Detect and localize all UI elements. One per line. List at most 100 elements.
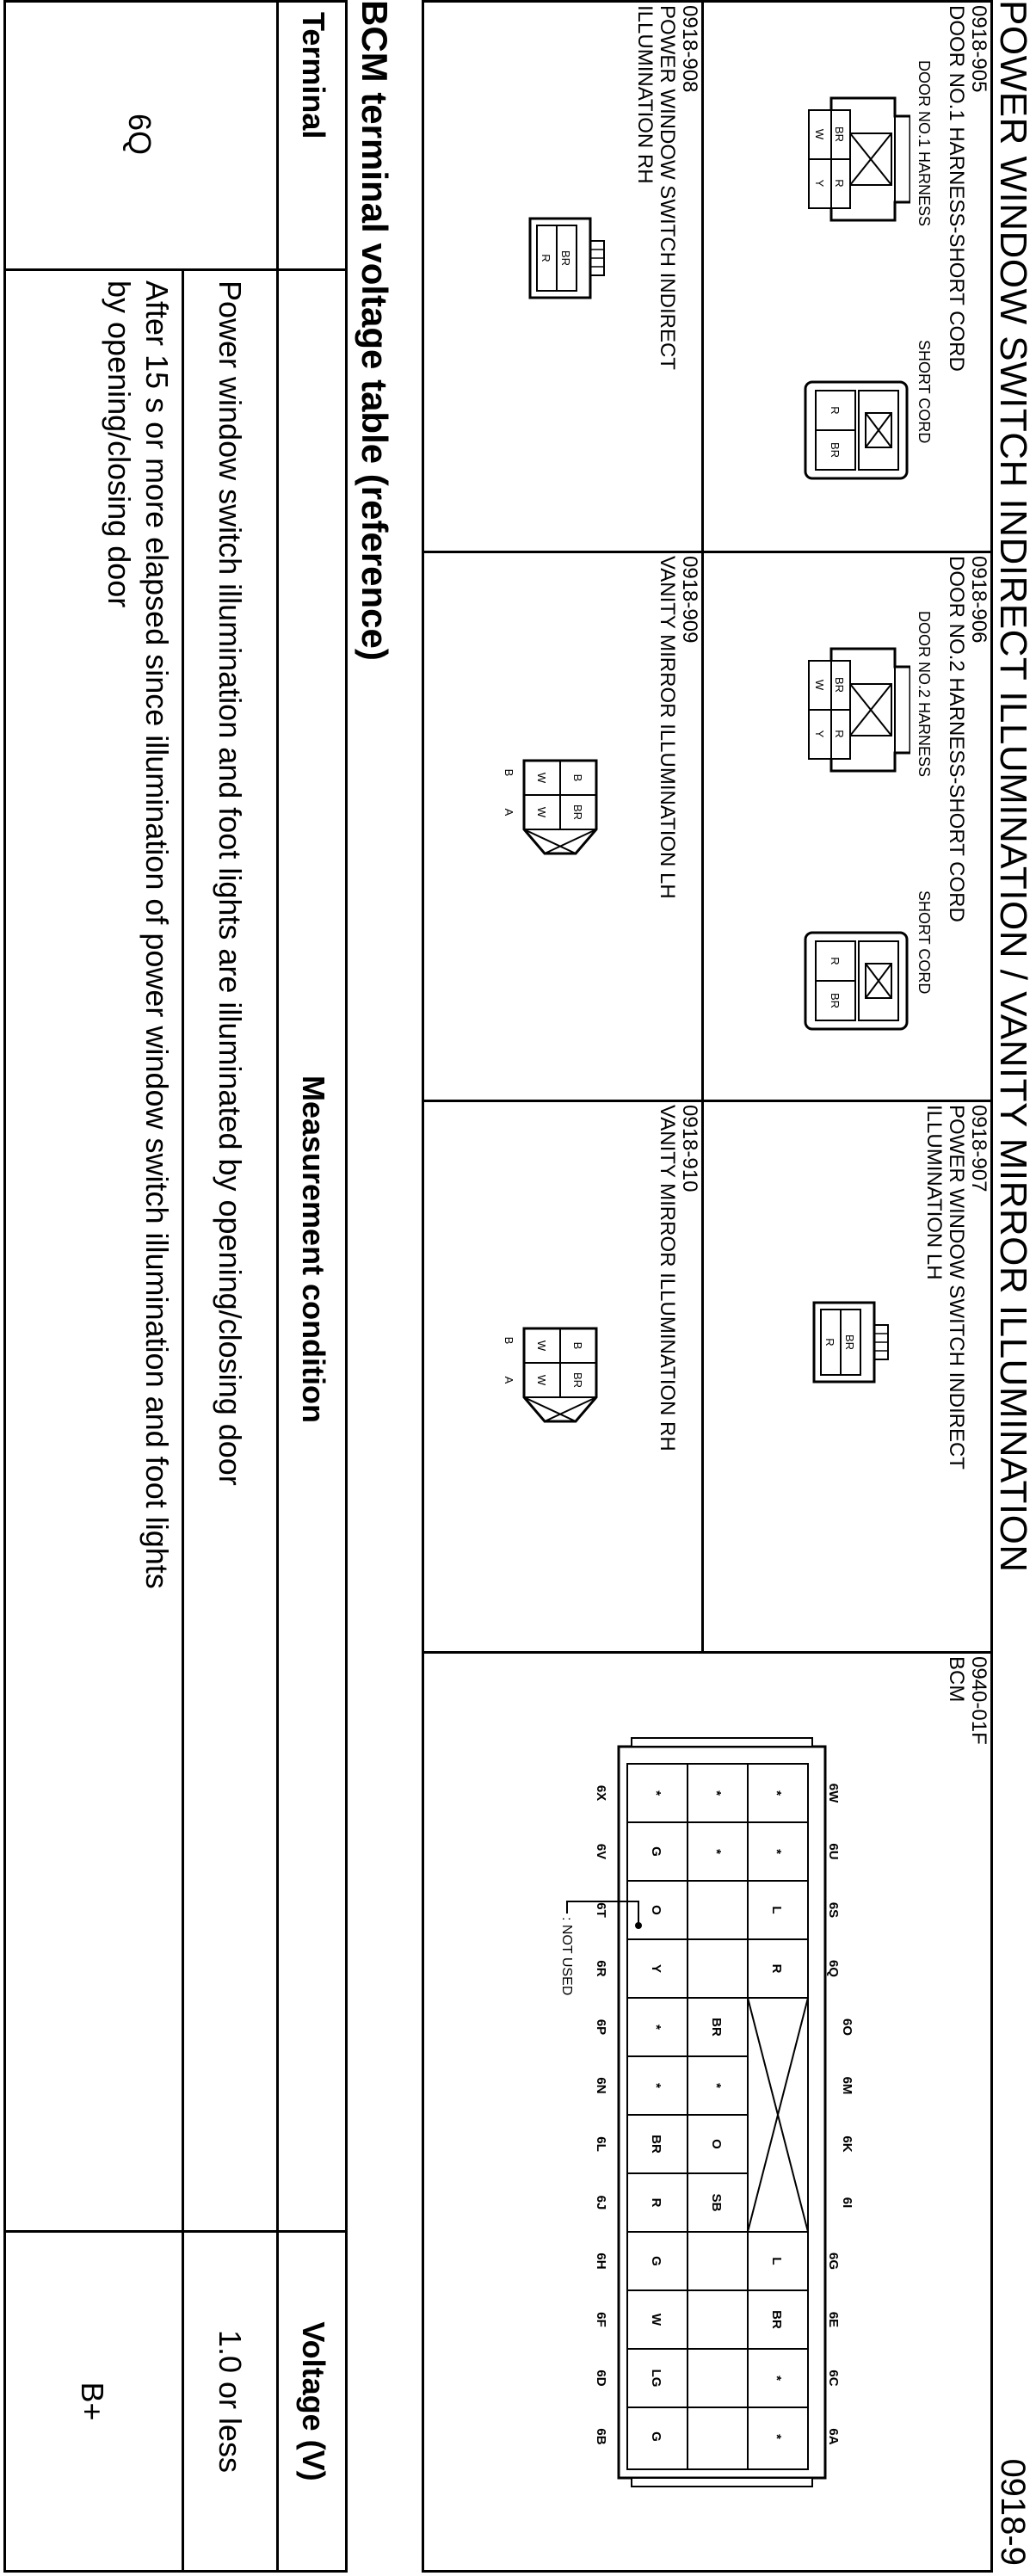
pin-label: * [769,2434,784,2439]
pin-label: Y [813,180,826,188]
pin-number: 6T [594,1902,608,1918]
pin-number: 6Q [826,1960,841,1977]
pin-label: * [649,2083,663,2088]
pin-label: BR [833,677,846,693]
connector-name: ILLUMINATION RH [633,5,657,184]
pin-number: 6D [594,2370,608,2386]
connector-id: 0918-906 [967,556,990,644]
voltage-cell: 1.0 or less [213,2329,249,2474]
vanity-mirror-connector-icon: B BR W W B A [503,1327,598,1423]
pin-label: * [709,1790,724,1796]
pin-number: 6N [594,2077,608,2093]
pin-number: 6E [826,2312,841,2327]
pin-number: 6R [594,1960,608,1976]
connector-id: 0940-01F [967,1656,990,1745]
pin-label: LG [649,2370,663,2388]
terminal-label: B [503,769,515,777]
connector-name: POWER WINDOW SWITCH INDIRECT [656,5,679,370]
pin-label: O [649,1905,663,1915]
pin-number: 6K [840,2135,854,2152]
grid-divider [422,1100,993,1102]
pin-label: BR [843,1334,856,1350]
pin-number: 6G [826,2252,841,2270]
pin-number: 6U [826,1843,841,1859]
grid-divider [701,0,704,1654]
connector-id: 0918-910 [678,1105,701,1192]
pin-label: G [649,1846,663,1857]
harness-connector-icon: BR R W Y [808,96,910,222]
vanity-mirror-connector-icon: B BR W W B A [503,759,598,855]
pin-label: L [769,1906,784,1914]
pin-label: * [649,2024,663,2030]
connector-name: BCM [945,1656,968,1703]
pin-number: 6F [594,2312,608,2327]
pin-label: G [649,2431,663,2442]
connector-name: ILLUMINATION LH [922,1105,946,1280]
header-condition: Measurement condition [296,1075,331,1424]
pin-label: L [769,2257,784,2265]
harness-label: DOOR NO.1 HARNESS [916,60,933,227]
pin-label: BR [829,993,842,1008]
terminal-cell: 6Q [122,113,158,156]
header-terminal: Terminal [296,12,331,139]
terminal-label: B [503,1337,515,1345]
pin-label: W [813,129,826,140]
pin-label: * [769,1849,784,1854]
terminal-label: A [503,1377,515,1384]
pin-label: BR [709,2018,724,2037]
pin-label: Y [649,1964,663,1973]
pin-label: W [535,1375,548,1386]
pin-label: * [769,1790,784,1796]
connector-name: DOOR NO.1 HARNESS-SHORT CORD [945,5,968,372]
pin-label: W [535,1340,548,1352]
pin-label: W [535,807,548,818]
pin-label: R [829,406,842,414]
pin-label: R [823,1338,836,1346]
connector-id: 0918-908 [678,5,701,93]
pin-label: R [769,1964,784,1974]
grid-divider [422,551,993,553]
pin-label: G [649,2256,663,2266]
pin-number: 6I [840,2197,854,2209]
pw-switch-connector-icon: BR R [812,1301,889,1384]
connector-name: DOOR NO.2 HARNESS-SHORT CORD [945,556,968,922]
pin-label: B [571,774,584,782]
pin-number: 6X [594,1785,608,1801]
condition-cell: After 15 s or more elapsed since illumin… [139,280,175,1589]
pin-number: 6W [826,1784,841,1803]
pin-number: 6M [840,2077,854,2095]
pin-label: O [709,2139,724,2149]
cord-label: SHORT CORD [916,891,933,995]
pin-number: 6H [594,2252,608,2269]
harness-label: DOOR NO.2 HARNESS [916,611,933,778]
pin-label: R [829,957,842,964]
condition-cell: by opening/closing door [102,280,137,608]
pin-label: BR [829,442,842,458]
not-used-legend: : NOT USED [559,1917,574,1995]
harness-connector-icon: BR R W Y [808,647,910,773]
cord-label: SHORT CORD [916,340,933,444]
pin-label: R [649,2198,663,2208]
pin-label: BR [571,804,584,820]
connector-id: 0918-905 [967,5,990,93]
pin-number: 6V [594,1844,608,1859]
pin-label: SB [709,2194,724,2212]
short-cord-connector-icon: R BR [804,380,909,480]
pin-label: BR [649,2135,663,2154]
pin-label: W [649,2314,663,2326]
pin-label: BR [769,2310,784,2329]
pin-number: 6J [594,2196,608,2210]
condition-cell: Power window switch illumination and foo… [213,280,249,1486]
pin-label: BR [559,250,572,266]
pin-number: 6O [840,2018,854,2036]
pin-label: W [813,680,826,691]
short-cord-connector-icon: R BR [804,931,909,1031]
connector-name: POWER WINDOW SWITCH INDIRECT [945,1105,968,1470]
pin-number: 6B [594,2428,608,2444]
pin-label: BR [571,1372,584,1388]
pin-label: Y [813,730,826,738]
pin-label: * [709,1849,724,1854]
pin-number: 6C [826,2370,841,2386]
pin-label: R [833,730,846,737]
pin-label: R [540,254,552,262]
